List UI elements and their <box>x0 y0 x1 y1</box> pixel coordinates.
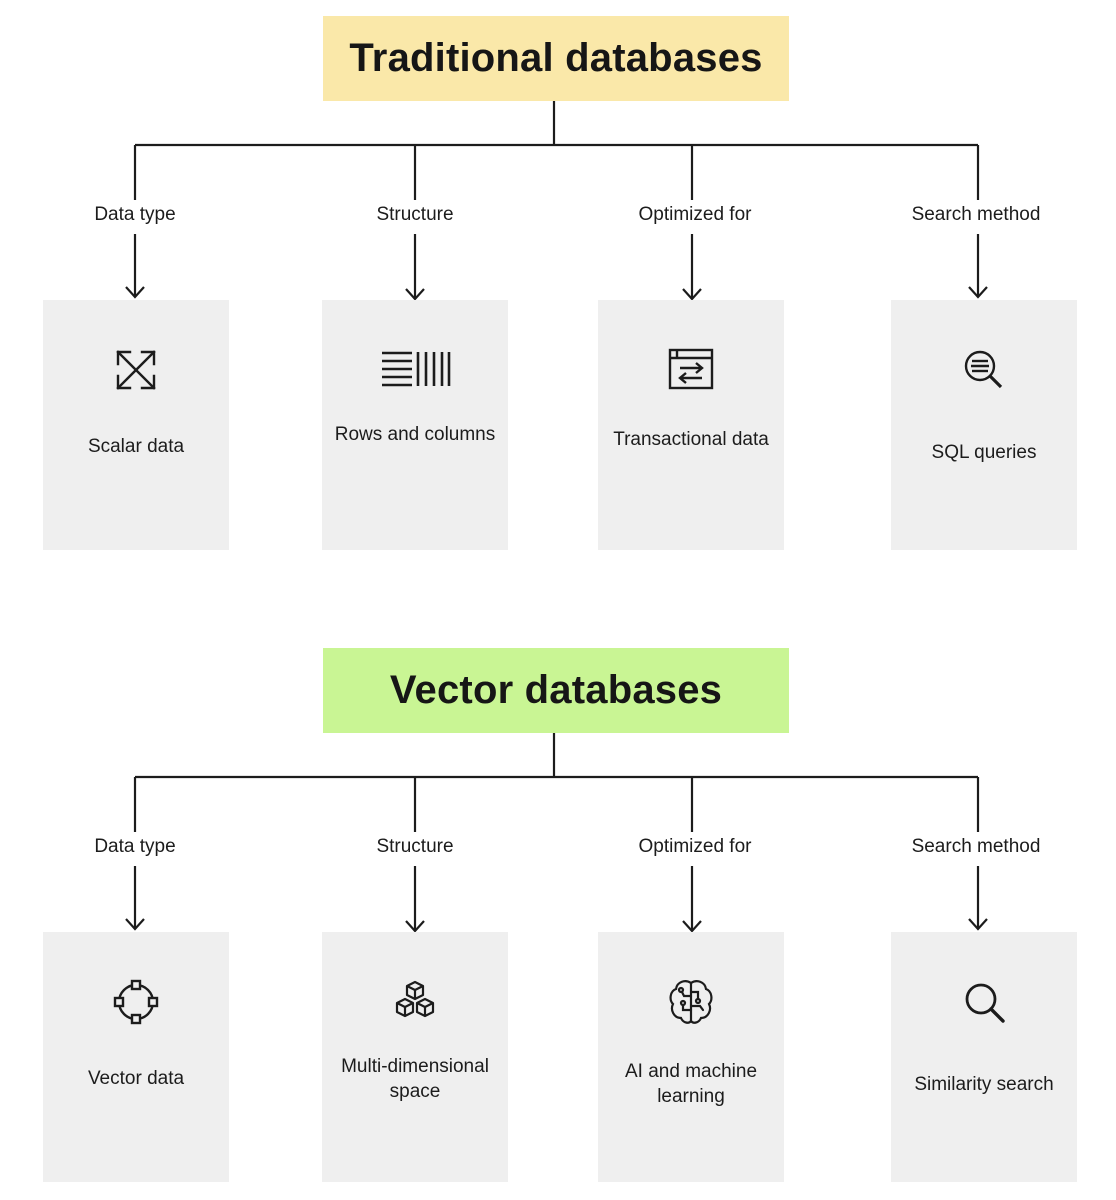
card-transactional-data: Transactional data <box>598 300 784 550</box>
query-search-icon <box>891 344 1077 400</box>
card-sql-queries: SQL queries <box>891 300 1077 550</box>
branch-label-structure: Structure <box>295 832 535 862</box>
card-vector-data: Vector data <box>43 932 229 1182</box>
card-similarity-search: Similarity search <box>891 932 1077 1182</box>
card-label: Multi-dimensional space <box>341 1056 489 1102</box>
tree-connectors <box>125 733 988 933</box>
branch-label-optimized-for: Optimized for <box>575 832 815 862</box>
card-scalar-data: Scalar data <box>43 300 229 550</box>
magnifier-icon <box>891 976 1077 1032</box>
traditional-databases-section: Traditional databases Data type Structur… <box>0 0 1116 560</box>
card-label: Transactional data <box>613 429 769 450</box>
card-ai-and-machine-learning: AI and machine learning <box>598 932 784 1182</box>
card-label: Scalar data <box>87 436 185 457</box>
rows-columns-icon <box>322 344 508 400</box>
branch-label-optimized-for: Optimized for <box>575 200 815 230</box>
tree-connectors <box>125 101 988 301</box>
vector-title: Vector databases <box>323 648 789 733</box>
transaction-window-icon <box>598 344 784 400</box>
branch-label-search-method: Search method <box>856 832 1096 862</box>
expand-arrows-icon <box>43 344 229 400</box>
card-label: Similarity search <box>914 1074 1054 1095</box>
branch-label-data-type: Data type <box>15 832 255 862</box>
card-multi-dimensional-space: Multi-dimensional space <box>322 932 508 1182</box>
branch-label-search-method: Search method <box>856 200 1096 230</box>
card-label: Vector data <box>87 1068 185 1089</box>
card-label: SQL queries <box>931 442 1037 463</box>
traditional-title: Traditional databases <box>323 16 789 101</box>
card-label: Rows and columns <box>334 424 496 445</box>
brain-circuit-icon <box>598 976 784 1032</box>
cubes-icon <box>322 976 508 1032</box>
card-label: AI and machine learning <box>624 1061 758 1107</box>
branch-label-data-type: Data type <box>15 200 255 230</box>
vector-nodes-icon <box>43 976 229 1032</box>
vector-databases-section: Vector databases Data type Structure Opt… <box>0 632 1116 1192</box>
branch-label-structure: Structure <box>295 200 535 230</box>
card-rows-and-columns: Rows and columns <box>322 300 508 550</box>
